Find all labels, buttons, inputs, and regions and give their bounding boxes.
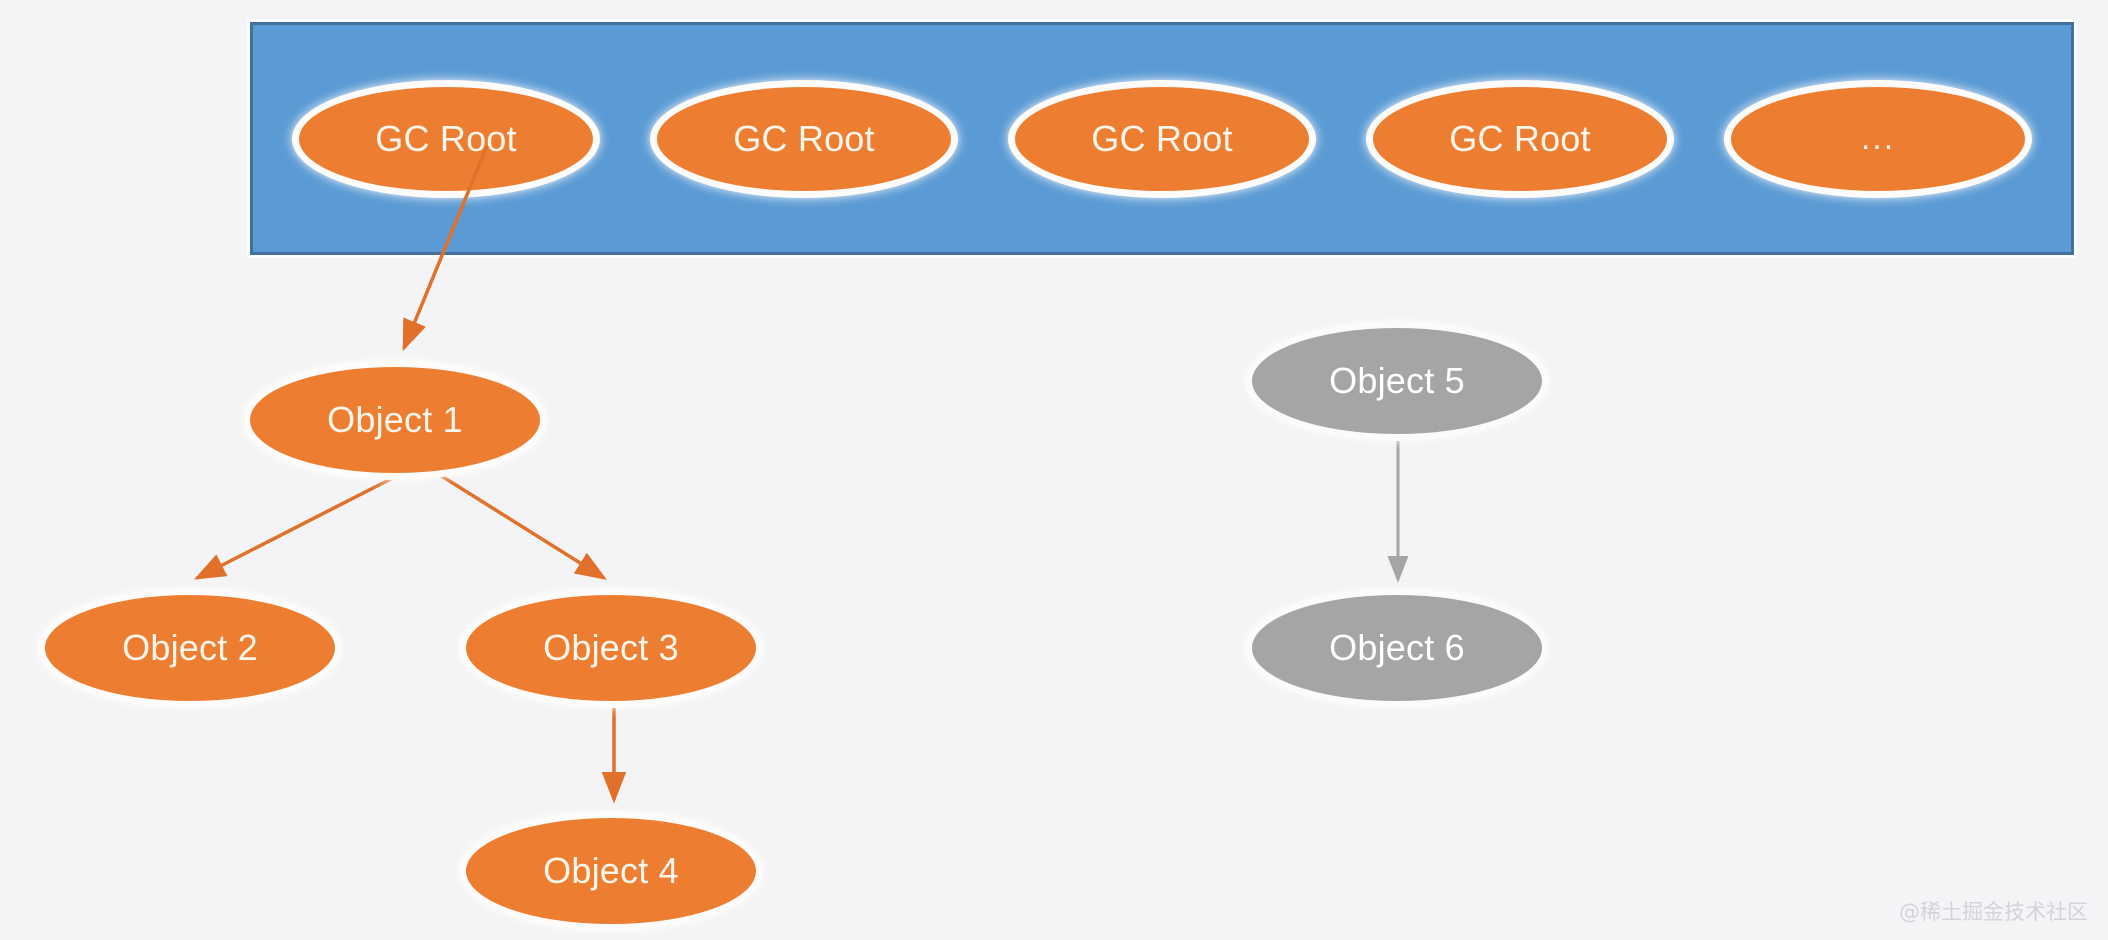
gc-root-label-2: GC Root xyxy=(733,117,875,159)
gc-root-node-4[interactable]: GC Root xyxy=(1373,86,1667,191)
object-node-object-6[interactable]: Object 6 xyxy=(1252,595,1542,701)
edge-object-1-to-object-3 xyxy=(423,463,607,580)
gc-root-node-more[interactable]: ... xyxy=(1731,86,2025,191)
gc-root-label-4: GC Root xyxy=(1449,117,1591,159)
gc-root-node-2[interactable]: GC Root xyxy=(657,86,951,191)
object-label-object-4: Object 4 xyxy=(543,850,679,891)
object-node-object-5[interactable]: Object 5 xyxy=(1252,328,1542,434)
object-node-object-1[interactable]: Object 1 xyxy=(250,367,540,473)
watermark: @稀土掘金技术社区 xyxy=(1899,900,2088,924)
gc-roots-container: GC Root GC Root GC Root GC Root ... xyxy=(250,22,2074,255)
object-label-object-5: Object 5 xyxy=(1329,360,1465,401)
gc-root-label-more: ... xyxy=(1860,119,1896,157)
gc-root-node-1[interactable]: GC Root xyxy=(299,86,593,191)
edge-object-1-to-object-2 xyxy=(193,463,419,580)
gc-roots-row: GC Root GC Root GC Root GC Root ... xyxy=(253,25,2071,252)
object-node-object-3[interactable]: Object 3 xyxy=(466,595,756,701)
object-node-object-2[interactable]: Object 2 xyxy=(45,595,335,701)
gc-root-node-3[interactable]: GC Root xyxy=(1015,86,1309,191)
gc-root-label-3: GC Root xyxy=(1091,117,1233,159)
object-label-object-1: Object 1 xyxy=(327,399,463,440)
object-label-object-3: Object 3 xyxy=(543,627,679,668)
gc-root-label-1: GC Root xyxy=(375,117,517,159)
object-node-object-4[interactable]: Object 4 xyxy=(466,818,756,924)
object-label-object-6: Object 6 xyxy=(1329,627,1465,668)
object-label-object-2: Object 2 xyxy=(122,627,258,668)
